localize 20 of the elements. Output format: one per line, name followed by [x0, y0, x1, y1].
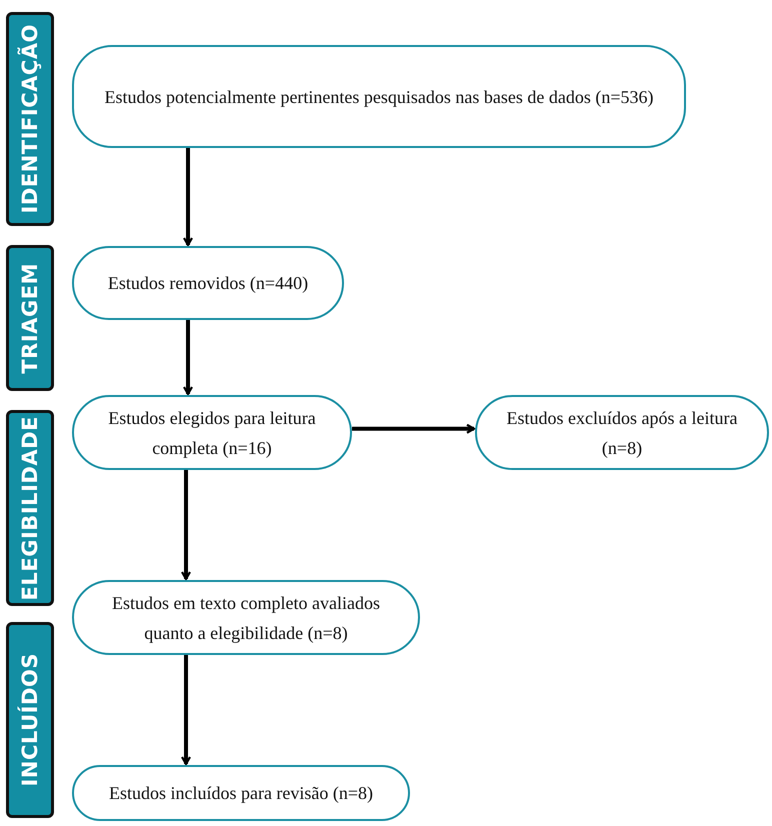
box-text: Estudos em texto completo avaliados quanto a elegibilidade (n=8) — [111, 592, 381, 645]
stage-band — [6, 245, 54, 391]
arrow — [182, 148, 194, 246]
arrow — [180, 655, 192, 766]
stage-band — [6, 410, 54, 606]
box-text: Estudos excluídos após a leitura (n=8) — [506, 406, 738, 460]
box-text: Estudos potencialmente pertinentes pesquisados nas bases de dados (n=536) — [104, 86, 654, 109]
arrow — [180, 470, 192, 580]
box-text: Estudos incluídos para revisão (n=8) — [108, 782, 374, 805]
stage-label: ELEGIBILIDADE — [20, 416, 40, 600]
arrow — [352, 424, 476, 434]
process-box — [72, 45, 686, 148]
stage-label: IDENTIFICAÇÃO — [20, 24, 40, 214]
stage-band — [6, 622, 54, 818]
stage-label: TRIAGEM — [20, 262, 40, 374]
stage-label: INCLUÍDOS — [20, 653, 40, 787]
box-text: Estudos removidos (n=440) — [108, 272, 308, 295]
box-text: Estudos elegidos para leitura completa (n=16) — [107, 406, 317, 460]
arrow — [182, 320, 194, 396]
stage-band — [6, 12, 54, 226]
